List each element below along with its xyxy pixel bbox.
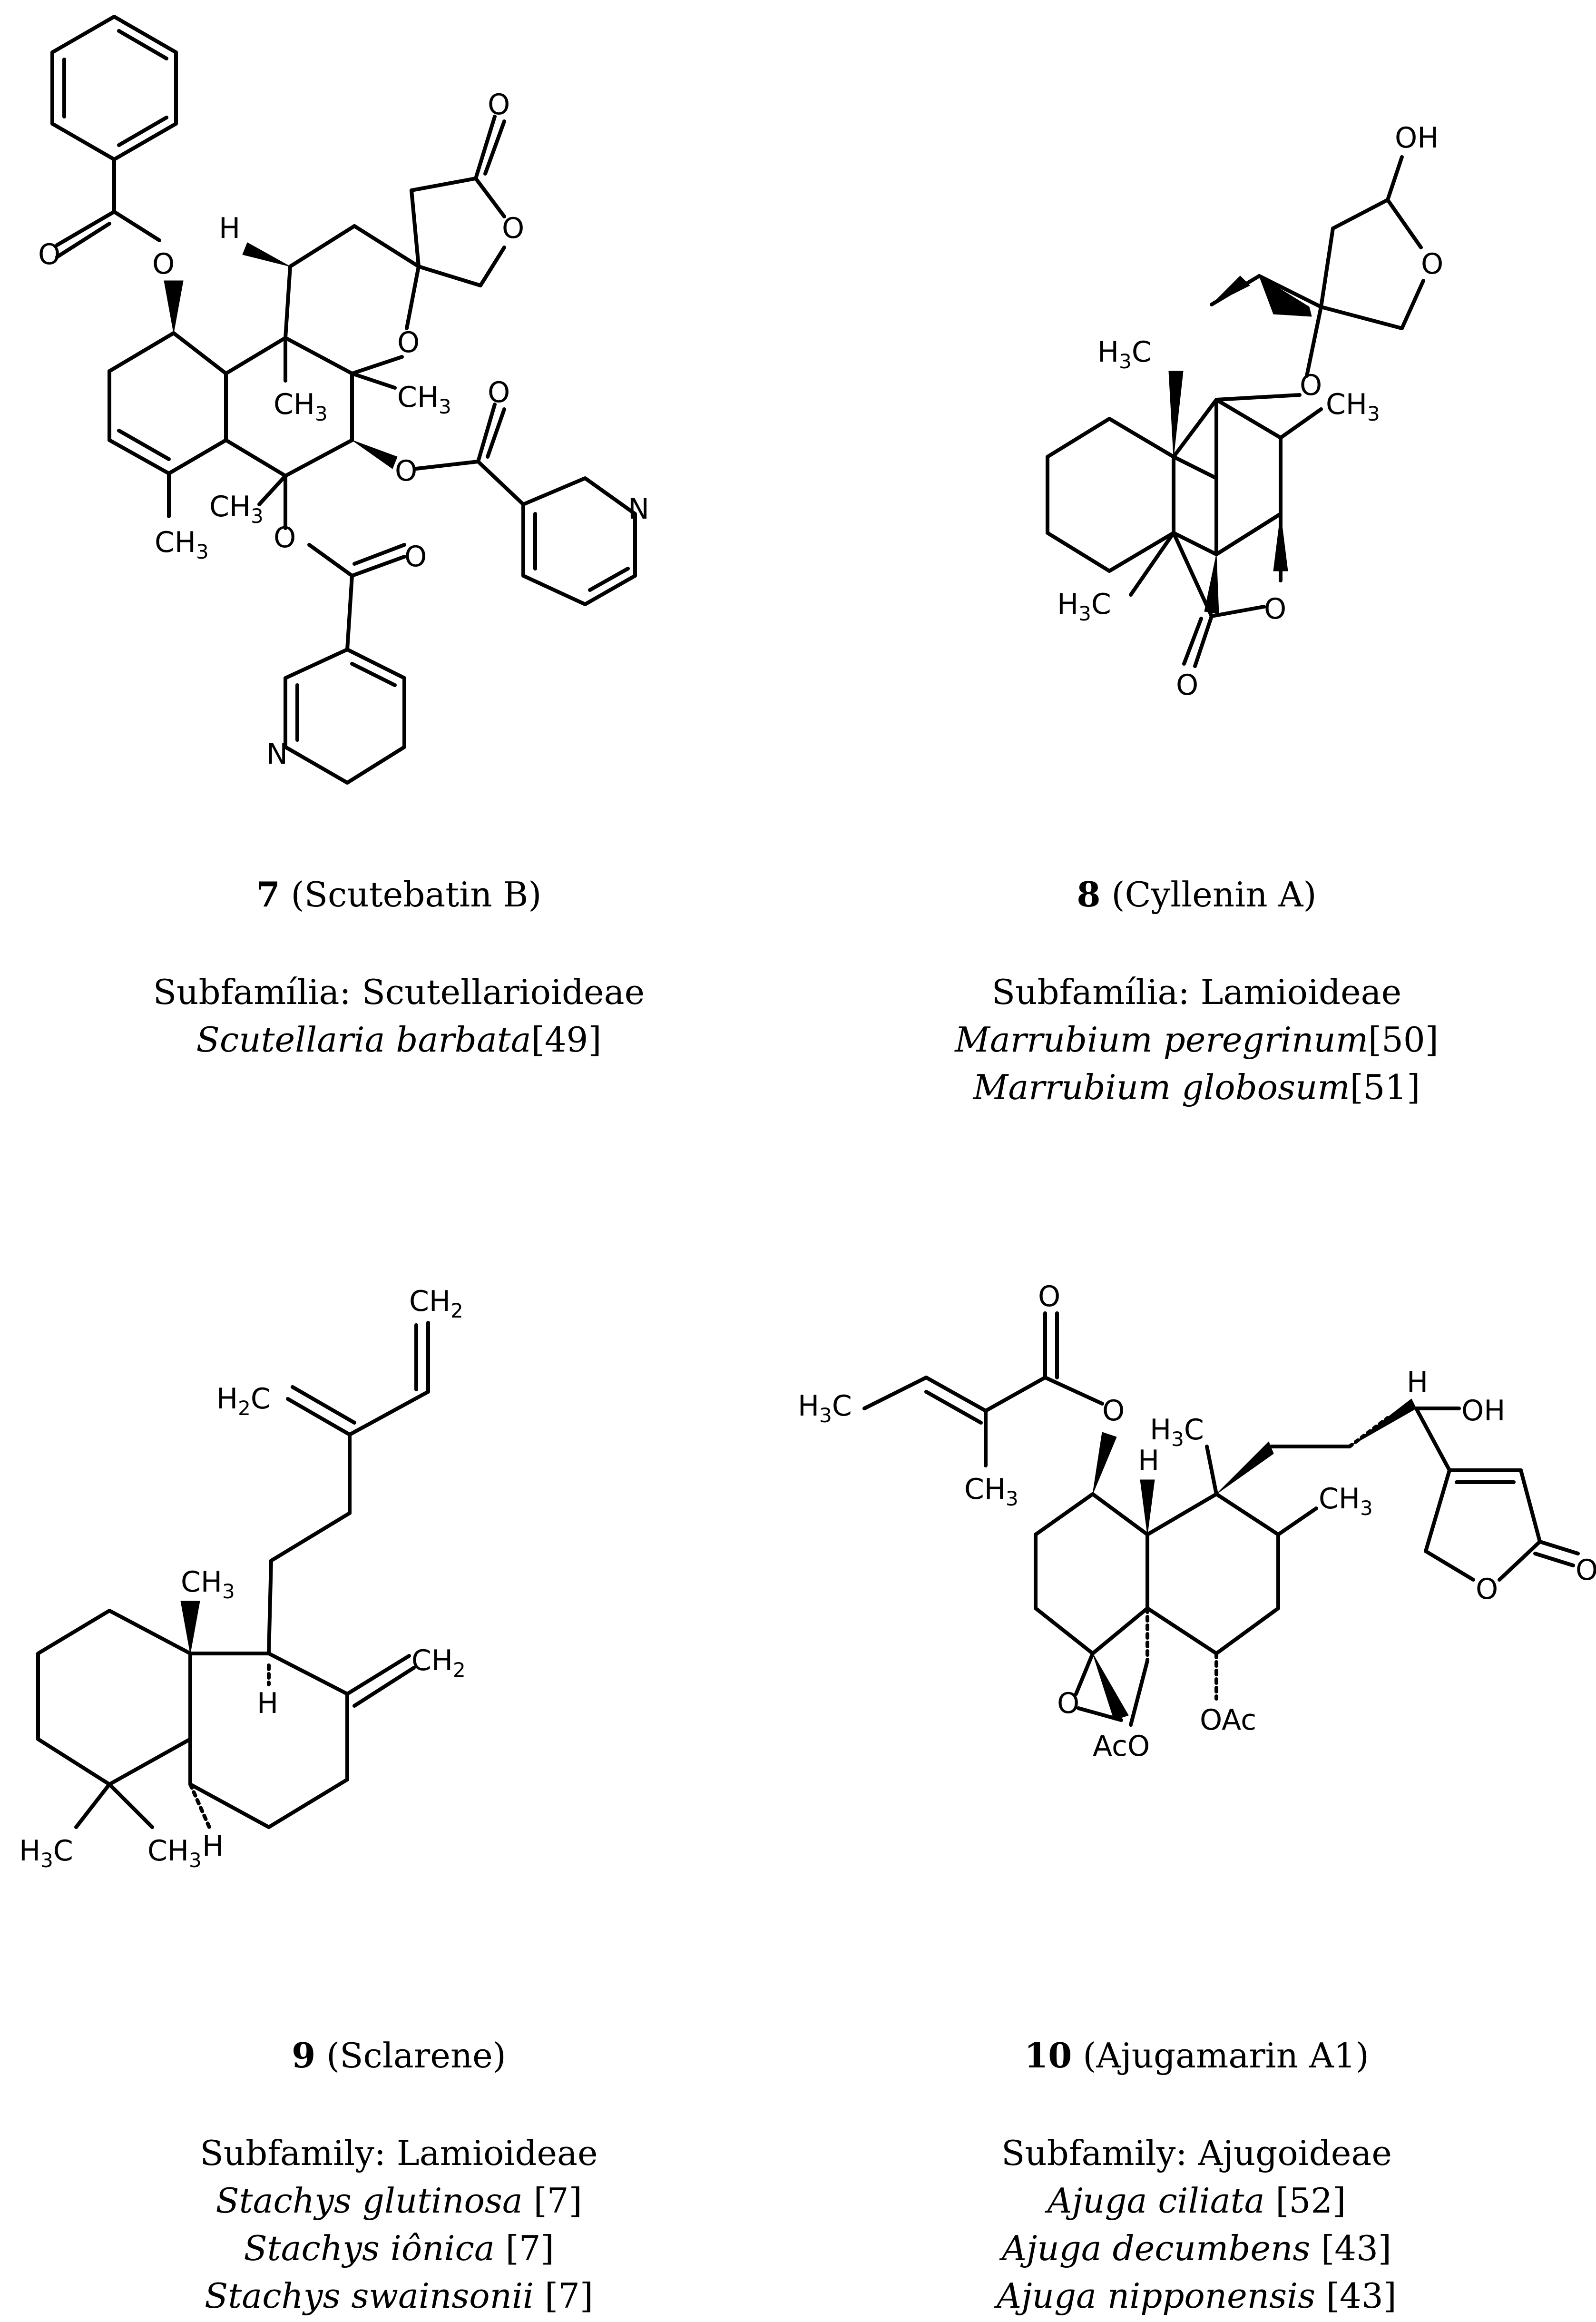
- atom-label-o: O: [1476, 1573, 1498, 1606]
- atom-label-ch3: CH3: [964, 1473, 1018, 1510]
- compound-9-source: Subfamily: Lamioideae Stachys glutinosa …: [0, 2129, 798, 2320]
- compound-7-panel: O O CH3 CH3 O H O CH3 CH3: [0, 0, 798, 1161]
- atom-label-o: O: [1300, 369, 1322, 402]
- atom-label-ch3: CH3: [1326, 388, 1380, 425]
- atom-label-ch3: CH3: [155, 526, 209, 563]
- species-line: Stachys swainsonii [7]: [205, 2276, 593, 2316]
- atom-label-ch3: CH3: [1319, 1482, 1373, 1520]
- atom-label-h: H: [219, 212, 240, 245]
- atom-label-o: O: [1176, 669, 1198, 702]
- atom-label-ch3: CH3: [147, 1834, 202, 1872]
- atom-label-h3c: H3C: [1097, 335, 1152, 373]
- compound-8-structure: OH O O H3C CH3 O: [1046, 121, 1443, 702]
- atom-label-h: H: [202, 1830, 224, 1863]
- compound-8-panel: OH O O H3C CH3 O: [798, 0, 1596, 1161]
- atom-label-ch2: CH2: [409, 1285, 463, 1322]
- atom-label-ch3: CH3: [209, 490, 264, 528]
- compound-9-caption: 9 (Sclarene): [292, 2035, 506, 2076]
- compound-8-caption: 8 (Cyllenin A): [1077, 874, 1317, 915]
- atom-label-n: N: [266, 738, 288, 771]
- atom-label-h3c: H3C: [1150, 1413, 1204, 1451]
- atom-label-h3c: H3C: [798, 1389, 852, 1427]
- atom-label-ch2: CH2: [411, 1644, 466, 1682]
- species-line: Marrubium peregrinum[50]: [955, 1020, 1439, 1060]
- species-line: Scutellaria barbata[49]: [196, 1020, 602, 1060]
- compound-9-panel: CH2 H2C CH3 H CH2 H H3C CH3 9 (Sclarene)…: [0, 1161, 798, 2322]
- atom-label-aco: AcO: [1093, 1730, 1150, 1763]
- species-line: Ajuga decumbens [43]: [1002, 2228, 1391, 2268]
- species-line: Marrubium globosum[51]: [973, 1067, 1420, 1107]
- atom-label-h3c: H3C: [1057, 588, 1111, 625]
- atom-label-o: O: [1102, 1394, 1125, 1427]
- compound-10-source: Subfamily: Ajugoideae Ajuga ciliata [52]…: [798, 2129, 1596, 2320]
- atom-label-o: O: [404, 540, 427, 573]
- species-line: Ajuga ciliata [52]: [1047, 2181, 1346, 2221]
- subfamily-label: Subfamily: Lamioideae: [200, 2133, 598, 2173]
- compound-9-structure: CH2 H2C CH3 H CH2 H H3C CH3: [19, 1285, 466, 1872]
- atom-label-o: O: [152, 247, 175, 281]
- compound-10-caption: 10 (Ajugamarin A1): [1024, 2035, 1369, 2076]
- subfamily-label: Subfamília: Lamioideae: [991, 972, 1402, 1012]
- atom-label-ch3: CH3: [181, 1565, 235, 1603]
- atom-label-h: H: [1407, 1366, 1428, 1399]
- compound-10-panel: H3C CH3 O O H H3C CH3 O AcO OAc H: [798, 1161, 1596, 2322]
- atom-label-n: N: [628, 492, 649, 526]
- atom-label-o: O: [397, 326, 420, 359]
- species-line: Stachys iônica [7]: [244, 2228, 554, 2268]
- compound-10-structure: H3C CH3 O O H H3C CH3 O AcO OAc H: [798, 1280, 1596, 1763]
- atom-label-h: H: [257, 1687, 278, 1720]
- atom-label-o: O: [274, 521, 296, 554]
- species-line: Stachys glutinosa [7]: [215, 2181, 582, 2221]
- atom-label-o: O: [1057, 1687, 1079, 1720]
- atom-label-o: O: [502, 212, 524, 245]
- atom-label-o: O: [1576, 1554, 1596, 1587]
- atom-label-o: O: [1264, 592, 1286, 626]
- compound-7-structure: O O CH3 CH3 O H O CH3 CH3: [38, 15, 649, 785]
- compound-8-source: Subfamília: Lamioideae Marrubium peregri…: [798, 968, 1596, 1111]
- subfamily-label: Subfamília: Scutellarioideae: [153, 972, 645, 1012]
- atom-label-o: O: [395, 454, 417, 488]
- atom-label-h3c: H3C: [19, 1834, 73, 1872]
- atom-label-oac: OAc: [1200, 1703, 1256, 1737]
- compound-7-caption: 7 (Scutebatin B): [256, 874, 542, 915]
- atom-label-o: O: [488, 376, 510, 409]
- atom-label-ch3: CH3: [274, 388, 328, 425]
- atom-label-o: O: [488, 88, 510, 121]
- atom-label-oh: OH: [1461, 1394, 1505, 1427]
- atom-label-o: O: [38, 238, 60, 271]
- atom-label-oh: OH: [1395, 121, 1439, 155]
- atom-label-h2c: H2C: [216, 1382, 271, 1420]
- compound-7-source: Subfamília: Scutellarioideae Scutellaria…: [0, 968, 798, 1063]
- atom-label-o: O: [1421, 247, 1443, 281]
- atom-label-ch3: CH3: [397, 381, 451, 418]
- subfamily-label: Subfamily: Ajugoideae: [1001, 2133, 1392, 2173]
- species-line: Ajuga nipponensis [43]: [997, 2276, 1397, 2316]
- atom-label-o: O: [1038, 1280, 1060, 1313]
- atom-label-h: H: [1138, 1444, 1159, 1477]
